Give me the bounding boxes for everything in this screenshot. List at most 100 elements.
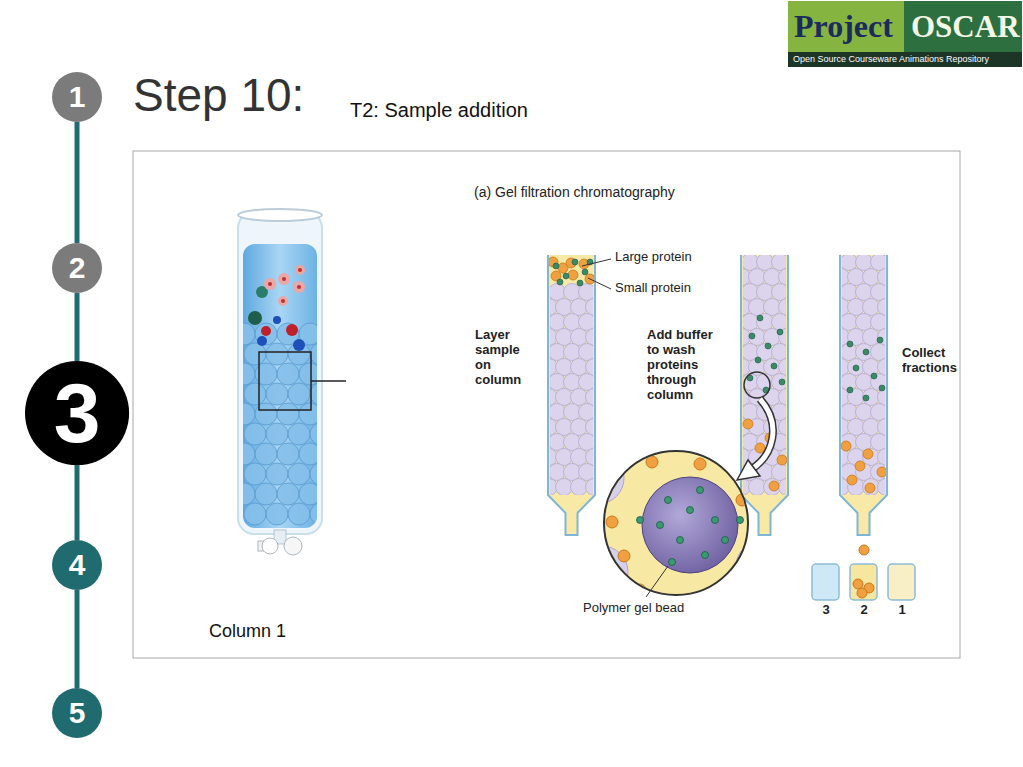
gel-bead [772,255,787,271]
zoom-line [311,380,346,382]
gel-bead [243,323,255,345]
gel-bead [564,374,581,391]
step-circle: 3 [25,361,129,465]
gel-bead [878,329,886,346]
step-number: 3 [54,371,101,455]
gel-bead [299,403,317,425]
gel-bead [579,404,594,421]
gel-bead [878,449,886,466]
gel-bead [772,374,787,391]
logo-panel [904,1,1022,52]
gel-bead [871,374,886,391]
gel-bead [586,449,594,466]
small-protein [863,349,869,355]
large-protein [877,467,887,477]
protein [268,282,272,286]
fraction-tubes [812,545,915,600]
timeline-line [75,590,80,688]
gel-bead [556,299,573,316]
zoom-content [572,446,784,598]
gel-bead [244,503,266,525]
gel-bead [266,463,288,485]
gel-bead [310,503,317,525]
logo [788,1,1022,67]
gel-bead [856,434,873,451]
gel-bead [848,359,865,376]
small-protein [853,365,859,371]
step-note: Collect fractions [902,346,964,376]
gel-bead [571,299,588,316]
gel-bead [564,404,581,421]
small-protein [657,522,664,529]
fraction-tube [850,564,877,600]
gel-bead [243,403,255,425]
gel-bead [243,483,255,505]
part-label: Small protein [615,281,691,296]
gel-bead [556,329,573,346]
protein-mixture [248,265,305,351]
zoom-outline [604,451,748,595]
gel-bead [244,423,266,445]
stopcock [262,538,278,554]
gel-bead [564,464,581,481]
gel-bead [586,299,594,316]
large-protein [841,441,851,451]
gel-bead [571,359,588,376]
circle-fill [52,72,102,122]
gel-bead [288,503,310,525]
gel-bead [579,374,594,391]
gel-bead [255,443,277,465]
gel-bead [288,423,310,445]
gel-bead [863,389,880,406]
gel-bead [571,329,588,346]
gel-bead [871,404,886,421]
gel-bead [856,314,873,331]
timeline-line [75,122,80,243]
column-glass [548,255,595,535]
leader-line [588,278,611,289]
logo-text: Project [794,8,893,45]
gel-bead [564,284,581,301]
gel-bead [571,479,588,496]
gel-bead [310,423,317,445]
gel-bead [863,419,880,436]
step-note: Add buffer to wash proteins through colu… [647,328,725,403]
step-number: 5 [69,698,86,728]
gel-bead [878,299,886,316]
gel-bead [556,449,573,466]
protein [293,339,305,351]
protein-drop [859,545,869,555]
gel-bead [244,343,266,365]
large-protein [743,419,753,429]
gel-bead [564,344,581,361]
gel-bead [878,479,886,496]
small-protein [737,517,744,524]
small-protein [553,263,559,269]
protein [273,316,281,324]
gel-bead [863,449,880,466]
gel-bead [779,479,787,496]
small-protein [757,315,763,321]
gel-bead [863,269,880,286]
gel-bead [772,314,787,331]
large-protein [714,584,726,596]
timeline-line [74,293,79,361]
gel-bead [579,344,594,361]
large-protein [777,455,787,465]
logo-text: OSCAR [911,9,1020,45]
step-number: 2 [69,253,86,283]
large-protein [853,579,863,589]
small-protein [669,559,676,566]
gel-bead [863,329,880,346]
step-number: 1 [69,82,86,112]
gel-bead [856,404,873,421]
gel-bead [764,269,781,286]
gel-bead [277,363,299,385]
large-protein [568,270,578,280]
gel-bead [772,464,787,481]
fraction-number: 3 [816,603,836,618]
gel-bead [871,464,886,481]
figure-heading: (a) Gel filtration chromatography [474,184,675,200]
circle-fill [52,243,102,293]
column-glass [741,255,788,535]
